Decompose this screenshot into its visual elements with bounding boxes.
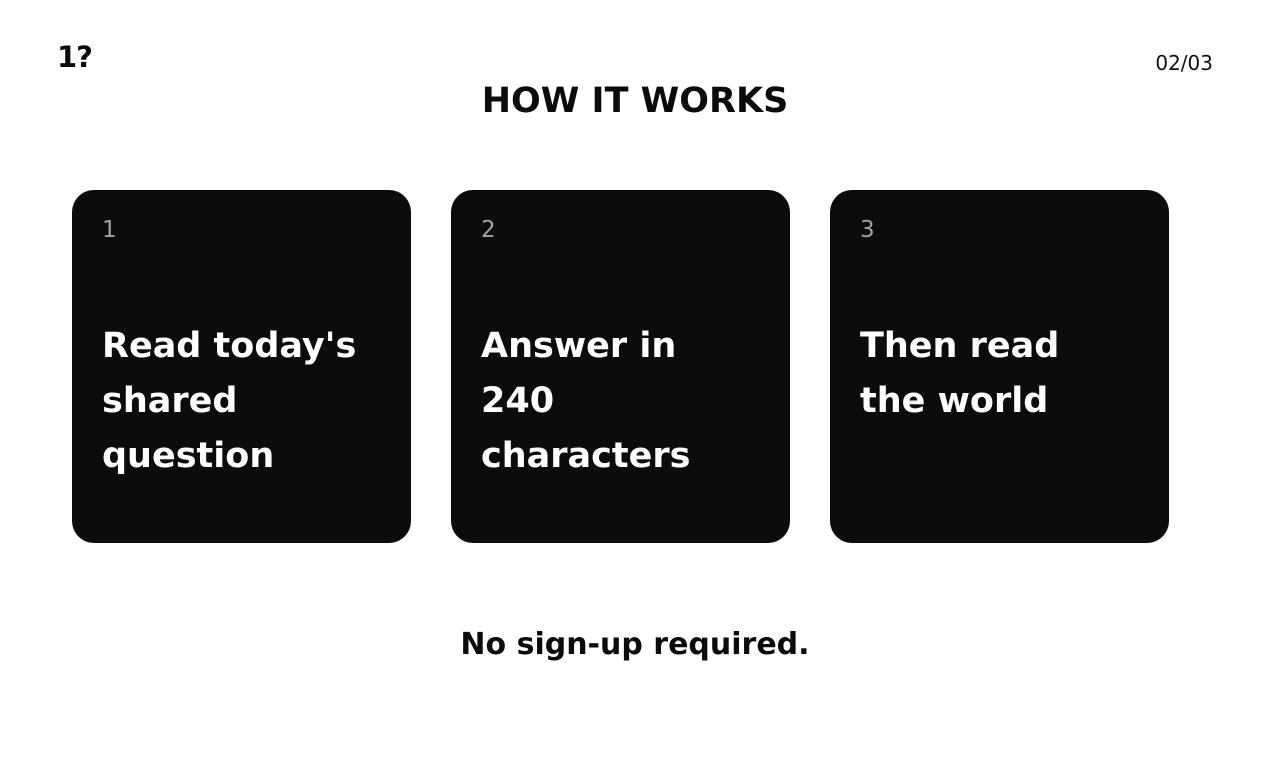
page-title: HOW IT WORKS — [481, 81, 789, 121]
step-text: Read today's shared question — [102, 326, 357, 476]
no-signup-note: No sign-up required. — [460, 627, 810, 662]
step-card-3: 3 Then read the world — [830, 190, 1169, 543]
logo: 1? — [57, 40, 93, 74]
step-card-2: 2 Answer in 240 characters — [451, 190, 790, 543]
page-counter: 02/03 — [1155, 51, 1213, 75]
step-number: 1 — [102, 217, 117, 243]
step-card-1: 1 Read today's shared question — [72, 190, 411, 543]
step-text: Answer in 240 characters — [481, 326, 691, 476]
step-text: Then read the world — [860, 326, 1060, 421]
step-number: 3 — [860, 217, 875, 243]
steps-container: 1 Read today's shared question 2 Answer … — [72, 190, 1169, 543]
step-number: 2 — [481, 217, 496, 243]
